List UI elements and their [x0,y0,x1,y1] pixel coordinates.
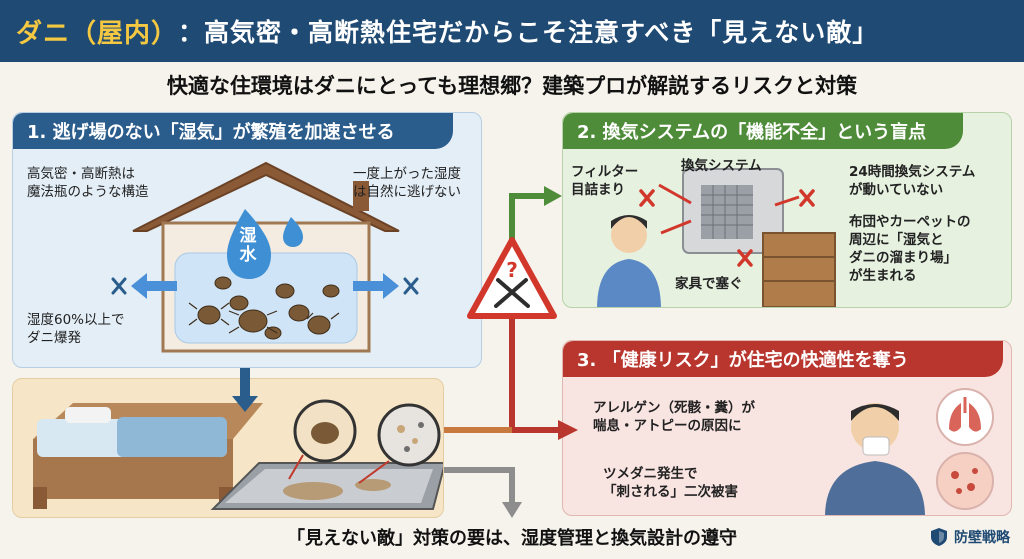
note-allergen: アレルゲン（死骸・糞）が 喘息・アトピーの原因に [593,400,755,434]
section-humidity-heading: 1. 逃げ場のない「湿気」が繁殖を加速させる [13,113,453,149]
section-ventilation-heading: 2. 換気システムの「機能不全」という盲点 [563,113,963,149]
section-health-heading: 3. 「健康リスク」が住宅の快適性を奪う [563,341,1003,377]
note-damp-zone: 布団やカーペットの 周辺に「湿気と ダニの溜まり場」 が生まれる [849,214,971,284]
title-main: ：高気密・高断熱住宅だからこそ注意すべき「見えない敵」 [178,18,879,47]
section-ventilation: 2. 換気システムの「機能不全」という盲点 フィル [562,112,1012,308]
brand: 防壁戦略 [930,527,1010,547]
bed-carpet-scene [33,399,443,510]
note-bite-damage: ツメダニ発生で 「刺される」二次被害 [603,466,738,500]
filter-clog-label: フィルター 目詰まり [571,164,639,198]
note-vent-off: 24時間換気システム が動いていない [849,164,976,198]
house-illustration [111,161,419,353]
title-accent: ダニ（屋内） [16,18,179,49]
shield-icon [931,528,947,546]
footer-message: 「見えない敵」対策の要は、湿度管理と換気設計の遵守 [287,528,737,549]
brand-name: 防壁戦略 [954,530,1010,546]
health-illustration [825,388,994,515]
bed-carpet-illustration [12,378,444,518]
note-humidity-stays: 一度上がった湿度 は自然に逃げない [353,166,461,200]
title-bar: ダニ（屋内） ：高気密・高断熱住宅だからこそ注意すべき「見えない敵」 [0,0,1024,62]
subtitle: 快適な住環境はダニにとっても理想郷？建築プロが解説するリスクと対策 [166,74,858,98]
section-humidity: 1. 逃げ場のない「湿気」が繁殖を加速させる [12,112,482,368]
section-health: 3. 「健康リスク」が住宅の快適性を奪う アレルゲン（死骸・糞）が 喘息・アトピ… [562,340,1012,516]
vent-system-label: 換気システム [681,158,762,174]
ventilation-illustration [597,168,836,307]
note-humidity-threshold: 湿度60%以上で ダニ爆発 [27,312,125,346]
note-structure: 高気密・高断熱は 魔法瓶のような構造 [27,166,149,200]
drop-label: 湿 水 [239,226,257,265]
furniture-block-label: 家具で塞ぐ [675,276,743,292]
warning-icon: ? [506,258,518,282]
